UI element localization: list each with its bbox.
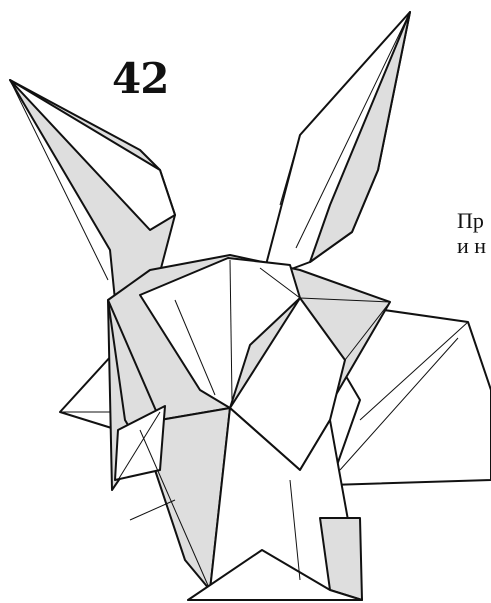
right-horn (262, 12, 410, 280)
